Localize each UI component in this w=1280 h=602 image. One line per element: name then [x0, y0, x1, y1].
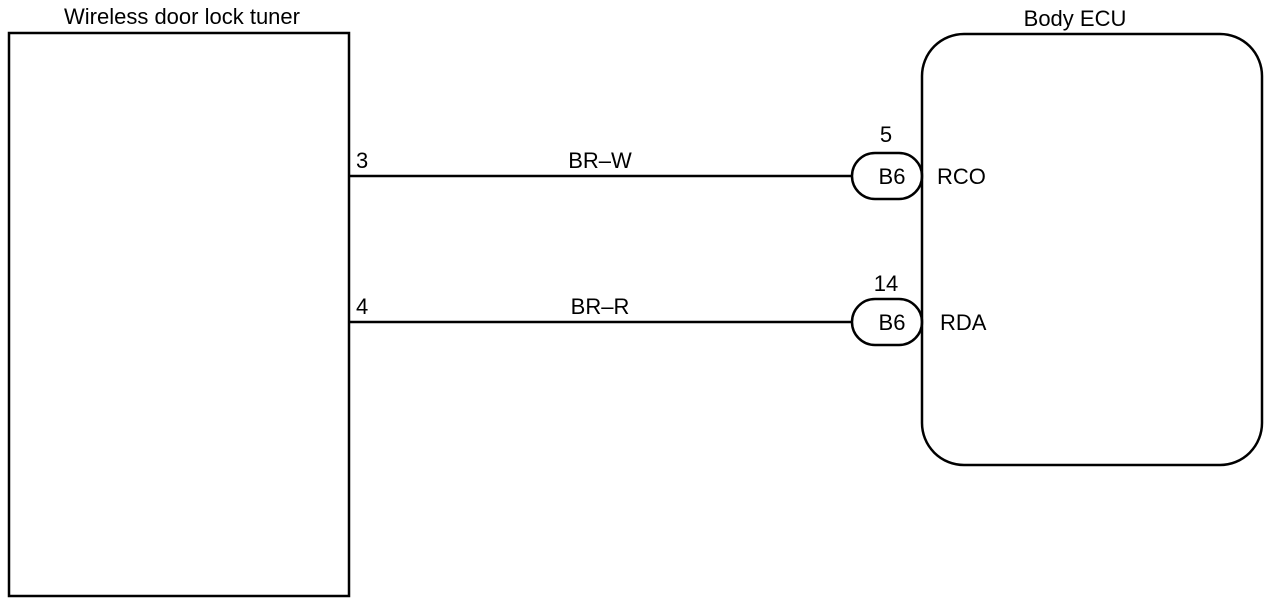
tuner-title: Wireless door lock tuner	[64, 4, 300, 29]
ecu-pin-label: 14	[874, 271, 898, 296]
ecu-pin-label: 5	[880, 122, 892, 147]
connector-b6	[850, 151, 924, 201]
tuner-pin-label: 3	[356, 148, 368, 173]
wire-rco: 3 BR–W 5 B6 RCO	[349, 122, 986, 201]
connector-b6	[850, 297, 924, 347]
connector-label: B6	[879, 310, 906, 335]
connector-label: B6	[879, 164, 906, 189]
ecu-terminal-label: RDA	[940, 310, 987, 335]
wire-color-label: BR–W	[568, 148, 632, 173]
tuner-box	[7, 31, 351, 598]
ecu-title: Body ECU	[1024, 6, 1127, 31]
wire-color-label: BR–R	[571, 294, 630, 319]
tuner-pin-label: 4	[356, 294, 368, 319]
ecu-terminal-label: RCO	[937, 164, 986, 189]
wire-rda: 4 BR–R 14 B6 RDA	[349, 271, 987, 347]
ecu-box	[920, 32, 1264, 467]
